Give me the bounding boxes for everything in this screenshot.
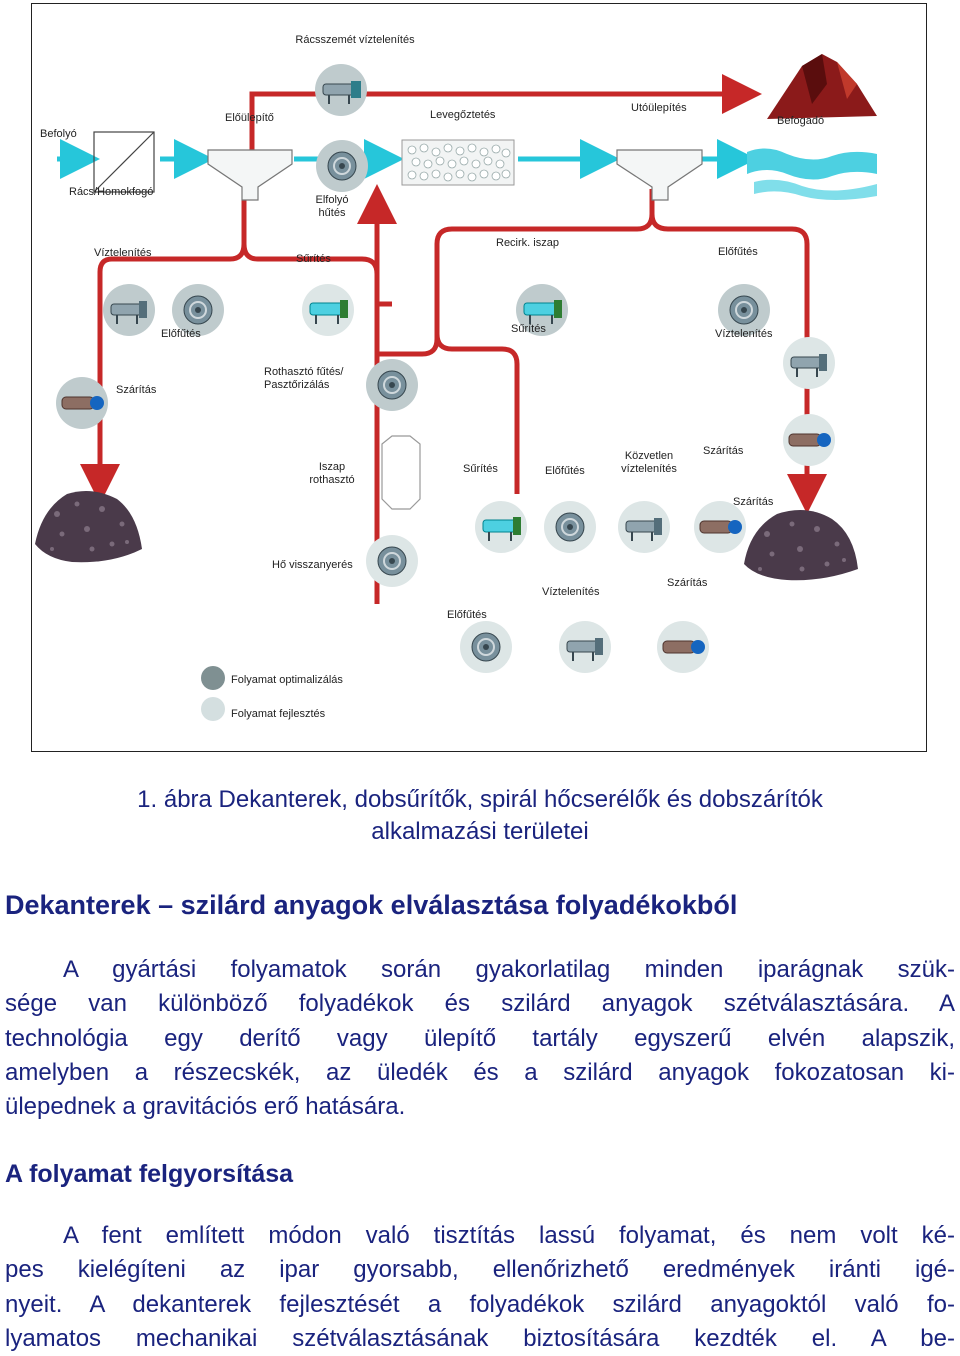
legend-development-swatch (201, 697, 225, 721)
spiral-heat-exchanger-icon (377, 370, 407, 400)
label-surites-2: Sűrítés (511, 323, 546, 335)
spiral-heat-exchanger-icon (729, 295, 759, 325)
decanter-unit-dewatering-3 (559, 621, 611, 673)
label-rothaszto: Rothasztó fűtés/ Pasztőrizálás (264, 366, 344, 391)
paragraph-2-line: A fent említett módon való tisztítás las… (63, 1222, 955, 1249)
drum-dryer-icon (662, 640, 705, 654)
paragraph-2-line: lyamatos mechanikai szétválasztásának bi… (5, 1324, 955, 1352)
label-racs-homokfogo: Rács/Homokfogó (69, 186, 154, 198)
legend-development-label: Folyamat fejlesztés (231, 708, 326, 720)
paragraph-2: A fent említett módon való tisztítás las… (5, 1219, 955, 1356)
label-kozvetlen: Közvetlen víztelenítés (621, 450, 677, 475)
label-elofutes-4: Előfűtés (447, 609, 487, 621)
drum-thickener-unit-1 (302, 284, 354, 336)
drum-thickener-unit-3 (475, 501, 527, 553)
heat-exchanger-unit-digester (366, 359, 418, 411)
caption-line-1: 1. ábra Dekanterek, dobsűrítők, spirál h… (137, 786, 823, 813)
decanter-icon (566, 638, 603, 661)
legend-optimization-label: Folyamat optimalizálás (231, 674, 343, 686)
decanter-icon (790, 354, 827, 377)
label-viztelenites-3: Víztelenítés (542, 586, 600, 598)
paragraph-1-line: amelyben a részecskék, az üledék és a sz… (5, 1058, 955, 1086)
paragraph-1-line: technológia egy derítő vagy ülepítő tart… (5, 1024, 955, 1052)
drum-thickener-icon (523, 300, 562, 324)
dryer-unit-4 (657, 621, 709, 673)
paragraph-2-line: pes kielégíteni az ipar gyorsabb, ellenő… (5, 1256, 955, 1284)
label-szaritas-1: Szárítás (116, 384, 157, 396)
paragraph-1-line: A gyártási folyamatok során gyakorlatila… (63, 956, 955, 983)
decanter-icon (110, 301, 147, 324)
caption-line-2: alkalmazási területei (371, 818, 589, 845)
decanter-unit-direct (618, 501, 670, 553)
paragraph-1: A gyártási folyamatok során gyakorlatila… (5, 953, 955, 1124)
sludge-pipes (80, 184, 827, 604)
sludge-digester (381, 435, 421, 510)
paragraph-1-line: sége van különböző folyadékok és szilárd… (5, 990, 955, 1018)
drum-dryer-icon (788, 433, 831, 447)
subsection-heading: A folyamat felgyorsítása (5, 1160, 294, 1188)
label-ho-visszanyeres: Hő visszanyerés (272, 559, 353, 571)
spiral-heat-exchanger-icon (471, 632, 501, 662)
spiral-heat-exchanger-icon (183, 295, 213, 325)
heat-exchanger-unit-preheating-2 (718, 284, 770, 336)
heat-exchanger-unit-preheating-1 (172, 284, 224, 336)
drum-thickener-unit-2 (516, 284, 568, 336)
sludge-pile-left (35, 490, 142, 563)
label-recirk-iszap: Recirk. iszap (496, 237, 559, 249)
label-viztelenites-1: Víztelenítés (94, 247, 152, 259)
sludge-pile-right (744, 510, 858, 581)
label-eloulepito: Előülepítő (225, 112, 274, 124)
drum-thickener-icon (482, 517, 521, 541)
label-befogado: Befogadó (777, 115, 825, 127)
label-elfolyo-hutes: Elfolyó hűtés (315, 194, 349, 219)
figure-caption: 1. ábra Dekanterek, dobsűrítők, spirál h… (0, 784, 960, 848)
dryer-unit-2 (783, 414, 835, 466)
legend-optimization-swatch (201, 666, 225, 690)
water-icon (747, 148, 877, 200)
label-levegoztetes: Levegőztetés (430, 109, 496, 121)
decanter-icon (322, 81, 361, 104)
label-elofutes-1: Előfűtés (718, 246, 758, 258)
secondary-clarifier (616, 149, 703, 201)
decanter-unit-dewatering-1 (103, 284, 155, 336)
heat-exchanger-unit-effluent (316, 140, 368, 192)
label-elofutes-2: Előfűtés (161, 328, 201, 340)
spiral-heat-exchanger-icon (327, 151, 357, 181)
dryer-unit-1 (56, 377, 108, 429)
label-surites-3: Sűrítés (463, 463, 498, 475)
drum-thickener-icon (309, 300, 348, 324)
section-heading: Dekanterek – szilárd anyagok elválasztás… (5, 890, 738, 920)
spiral-heat-exchanger-icon (377, 546, 407, 576)
label-szaritas-4: Szárítás (667, 577, 708, 589)
diagram-pipes (35, 54, 877, 604)
decanter-unit-screenings (315, 64, 367, 116)
decanter-icon (625, 518, 662, 541)
dryer-unit-3 (694, 501, 746, 553)
paragraph-1-line: ülepednek a gravitációs erő hatására. (5, 1093, 406, 1121)
heat-exchanger-unit-preheating-3 (544, 501, 596, 553)
label-befolyo: Befolyó (40, 128, 77, 140)
label-szaritas-2: Szárítás (703, 445, 744, 457)
spiral-heat-exchanger-icon (555, 512, 585, 542)
label-utoulepites: Utóülepítés (631, 102, 687, 114)
pipe-screenings (249, 74, 762, 154)
mountain-icon (767, 54, 877, 119)
label-iszap-rothaszto: Iszap rothasztó (309, 461, 355, 486)
label-viztelenites-2: Víztelenítés (715, 328, 773, 340)
heat-exchanger-unit-recovery (366, 535, 418, 587)
label-szaritas-3: Szárítás (733, 496, 774, 508)
decanter-unit-dewatering-2 (783, 337, 835, 389)
bar-screen (93, 131, 155, 193)
paragraph-2-line: nyeit. A dekanterek fejlesztését a folya… (5, 1290, 955, 1318)
aeration-tank (401, 139, 515, 186)
label-racsszemet: Rácsszemét víztelenítés (295, 34, 415, 46)
primary-clarifier (207, 149, 293, 201)
drum-dryer-icon (699, 520, 742, 534)
process-diagram: Rácsszemét víztelenítés Befolyó Előülepí… (31, 3, 927, 752)
drum-dryer-icon (61, 396, 104, 410)
label-elofutes-3: Előfűtés (545, 465, 585, 477)
heat-exchanger-unit-preheating-4 (460, 621, 512, 673)
label-surites-1: Sűrítés (296, 253, 331, 265)
